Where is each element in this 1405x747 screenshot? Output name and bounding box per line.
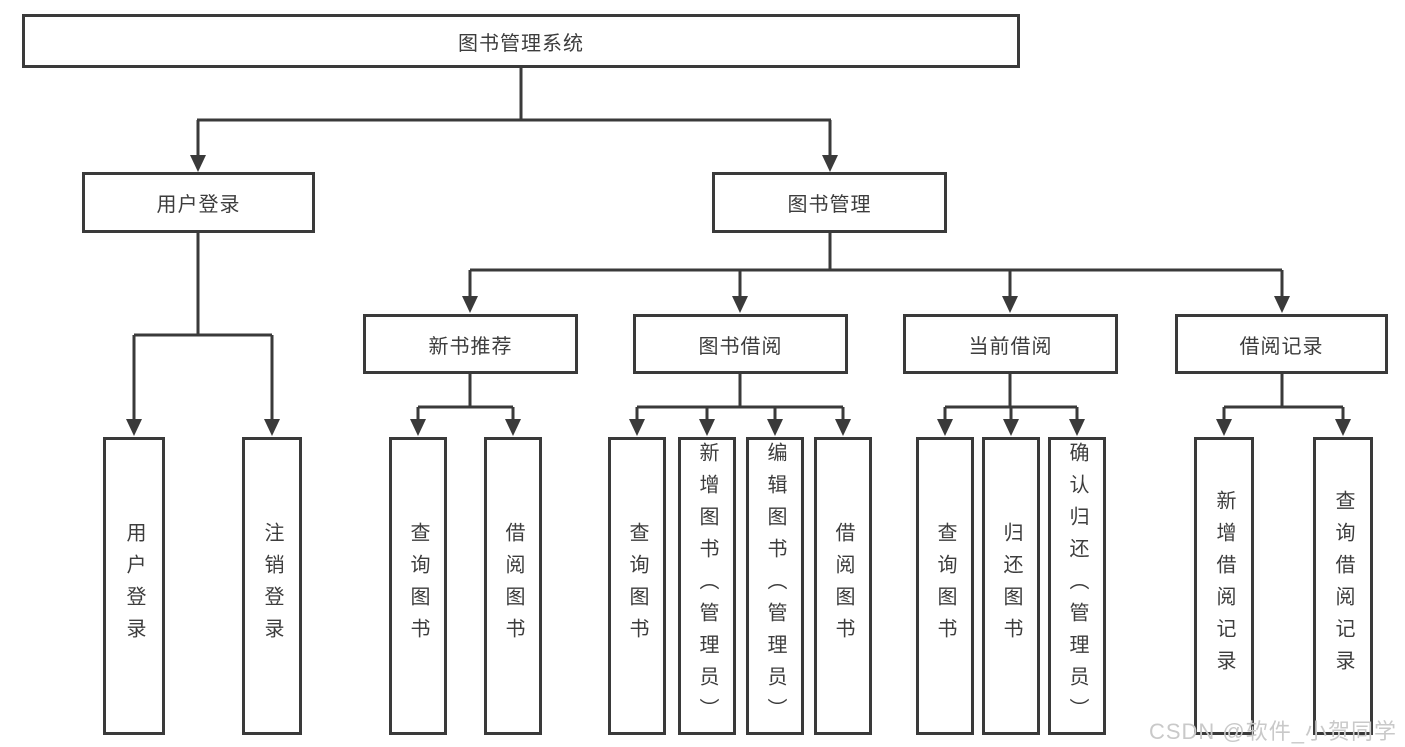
node-label: 查询借阅记录 bbox=[1332, 490, 1354, 682]
node-label: 用户登录 bbox=[123, 522, 145, 650]
node-label: 查询图书 bbox=[626, 522, 648, 650]
leaf-confirm-return-admin: 确认归还（管理员） bbox=[1048, 437, 1106, 735]
node-root-system: 图书管理系统 bbox=[22, 14, 1020, 68]
node-label: 借阅图书 bbox=[832, 522, 854, 650]
node-label: 当前借阅 bbox=[968, 335, 1053, 358]
node-current-borrowing: 当前借阅 bbox=[903, 314, 1118, 374]
leaf-borrow-books: 借阅图书 bbox=[814, 437, 872, 735]
node-label: 图书管理系统 bbox=[458, 32, 584, 55]
leaf-logout: 注销登录 bbox=[242, 437, 302, 735]
node-label: 图书管理 bbox=[787, 194, 872, 216]
node-book-management: 图书管理 bbox=[712, 172, 947, 233]
leaf-query-books-recommend: 查询图书 bbox=[389, 437, 447, 735]
leaf-user-login: 用户登录 bbox=[103, 437, 165, 735]
node-label: 编辑图书（管理员） bbox=[764, 442, 786, 730]
node-label: 新书推荐 bbox=[428, 335, 513, 358]
leaf-add-books-admin: 新增图书（管理员） bbox=[678, 437, 736, 735]
leaf-borrow-books-recommend: 借阅图书 bbox=[484, 437, 542, 735]
node-borrowing-records: 借阅记录 bbox=[1175, 314, 1388, 374]
node-label: 用户登录 bbox=[156, 194, 241, 216]
node-label: 查询图书 bbox=[934, 522, 956, 650]
node-new-book-recommend: 新书推荐 bbox=[363, 314, 578, 374]
watermark: CSDN @软件_小贺同学 bbox=[1148, 719, 1397, 744]
node-label: 新增借阅记录 bbox=[1213, 490, 1235, 682]
node-label: 借阅图书 bbox=[502, 522, 524, 650]
leaf-query-borrow-record: 查询借阅记录 bbox=[1313, 437, 1373, 735]
node-user-login: 用户登录 bbox=[82, 172, 315, 233]
node-label: 图书借阅 bbox=[698, 335, 783, 358]
node-label: 新增图书（管理员） bbox=[696, 442, 718, 730]
node-label: 借阅记录 bbox=[1239, 335, 1324, 358]
node-label: 注销登录 bbox=[261, 522, 283, 650]
node-label: 查询图书 bbox=[407, 522, 429, 650]
leaf-query-books-current: 查询图书 bbox=[916, 437, 974, 735]
node-label: 确认归还（管理员） bbox=[1066, 442, 1088, 730]
leaf-edit-books-admin: 编辑图书（管理员） bbox=[746, 437, 804, 735]
leaf-add-borrow-record: 新增借阅记录 bbox=[1194, 437, 1254, 735]
node-label: 归还图书 bbox=[1000, 522, 1022, 650]
leaf-query-books-borrowing: 查询图书 bbox=[608, 437, 666, 735]
leaf-return-books: 归还图书 bbox=[982, 437, 1040, 735]
node-book-borrowing: 图书借阅 bbox=[633, 314, 848, 374]
